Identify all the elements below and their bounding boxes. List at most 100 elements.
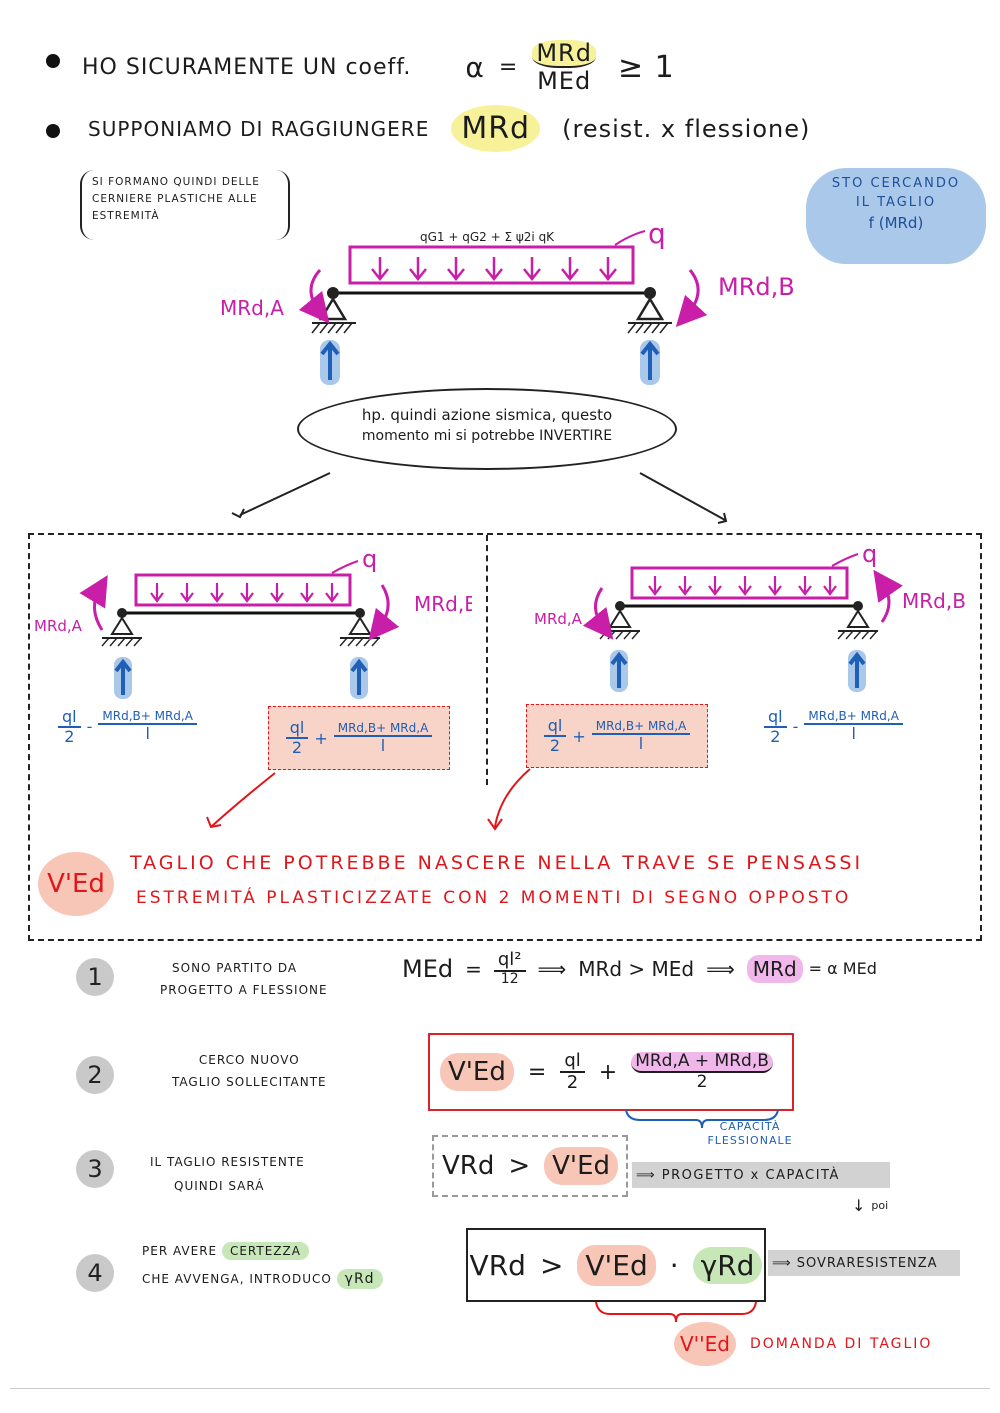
- coeff-text: HO SICURAMENTE UN coeff.: [82, 54, 412, 80]
- step-2-eq: =: [527, 1059, 547, 1085]
- step-1-den: 12: [500, 970, 519, 987]
- step-1-text1: SONO PARTITO DA: [172, 961, 298, 975]
- case-right-right-moment: MRd,B: [902, 589, 966, 613]
- expr-den: 2: [291, 738, 303, 757]
- plastic-note-box: SI FORMANO QUINDI DELLE CERNIERE PLASTIC…: [80, 170, 290, 240]
- ellipse-line2: momento mi si potrebbe INVERTIRE: [361, 428, 613, 444]
- cases-frame: [28, 533, 982, 941]
- expr-den: l: [380, 735, 386, 755]
- branch-arrows: [231, 472, 728, 524]
- cases-divider: [486, 535, 488, 785]
- step-3-lhs: VRd: [441, 1151, 495, 1181]
- expr-num: ql: [285, 719, 309, 739]
- main-left-moment: MRd,A: [220, 296, 284, 320]
- step-1-text: SONO PARTITO DA PROGETTO A FLESSIONE: [160, 958, 328, 1001]
- step-1-arrow1: ⟹: [537, 956, 567, 981]
- blue-note-line1: STO CERCANDO: [831, 176, 961, 191]
- page-bottom-rule: [10, 1388, 990, 1389]
- plastic-note-text: SI FORMANO QUINDI DELLE CERNIERE PLASTIC…: [92, 176, 260, 222]
- load-rect: [348, 245, 635, 285]
- expr-num: MRd,B+ MRd,A: [591, 719, 691, 735]
- step-3-poi-text: poi: [871, 1199, 889, 1212]
- expr-den: 2: [770, 726, 781, 746]
- seismic-ellipse: hp. quindi azione sismica, questo moment…: [297, 388, 677, 470]
- step-4-certezza: CERTEZZA: [221, 1242, 309, 1260]
- step-3-poi: ↓ poi: [852, 1196, 888, 1215]
- fraction-num: MRd: [532, 40, 596, 69]
- step-2-number: 2: [76, 1056, 114, 1094]
- step-4-rhs: V'Ed: [577, 1244, 656, 1286]
- expr-num: MRd,B+ MRd,A: [333, 721, 433, 737]
- step-4-brace: [595, 1301, 757, 1323]
- case-left-diagram: q MRd,A MRd,B: [34, 545, 472, 699]
- expr-op: +: [572, 726, 586, 746]
- main-right-moment: MRd,B: [718, 273, 795, 301]
- step-3-text: IL TAGLIO RESISTENTE QUINDI SARÁ: [150, 1150, 305, 1198]
- step-3-result: ⟹ PROGETTO x CAPACITÀ: [632, 1162, 890, 1188]
- expr-op: +: [314, 728, 328, 748]
- step-1-mid: MRd > MEd: [578, 956, 695, 981]
- step-1-tail: = α MEd: [808, 959, 877, 979]
- step-2-text2: TAGLIO SOLLECITANTE: [172, 1074, 327, 1089]
- fraction-den: MEd: [537, 67, 592, 96]
- bullet-icon: [46, 54, 60, 68]
- step-4-dot: ·: [669, 1248, 679, 1282]
- resist-paren: (resist. x flessione): [562, 114, 811, 143]
- ved-line1: TAGLIO CHE POTREBBE NASCERE NELLA TRAVE …: [130, 852, 864, 874]
- step-3-gt: >: [508, 1151, 531, 1181]
- step-2-text: CERCO NUOVO TAGLIO SOLLECITANTE: [172, 1050, 327, 1093]
- step-1-number: 1: [76, 958, 114, 996]
- case-right-q: q: [862, 540, 877, 568]
- step-4-text2: CHE AVVENGA, INTRODUCO: [142, 1272, 332, 1287]
- bottom-note-text: DOMANDA DI TAGLIO: [750, 1336, 933, 1352]
- blue-note: STO CERCANDO IL TAGLIO f (MRd): [806, 168, 986, 264]
- expr-den: l: [145, 724, 150, 744]
- expr-den: l: [638, 733, 644, 753]
- step-2-d2: 2: [696, 1072, 708, 1092]
- ved-symbol: V'Ed: [38, 852, 114, 916]
- step-4-gt: >: [539, 1248, 564, 1282]
- step-1-text2: PROGETTO A FLESSIONE: [160, 982, 328, 997]
- step-1-arrow2: ⟹: [706, 956, 735, 981]
- case-right-left-moment: MRd,A: [534, 610, 583, 628]
- expr-num: ql: [543, 717, 567, 737]
- ge-one: ≥ 1: [617, 49, 675, 85]
- step-2-n2: MRd,A + MRd,B: [631, 1052, 773, 1073]
- step-1-mrd: MRd: [746, 954, 803, 983]
- expr-num: MRd,B+ MRd,A: [98, 710, 197, 726]
- expr-den: 2: [64, 726, 75, 746]
- step-3-text2: QUINDI SARÁ: [174, 1179, 265, 1193]
- step-2-plus: +: [598, 1059, 618, 1085]
- blue-note-line3: f (MRd): [868, 214, 924, 232]
- step-2-lhs: V'Ed: [440, 1053, 514, 1091]
- step-4-formula-box: VRd > V'Ed · γRd: [466, 1228, 766, 1302]
- step-3-number: 3: [76, 1150, 114, 1188]
- step-2-d1: 2: [566, 1072, 579, 1093]
- step-3-text1: IL TAGLIO RESISTENTE: [150, 1155, 305, 1169]
- step-4-number: 4: [76, 1254, 114, 1292]
- step-4-result: ⟹ SOVRARESISTENZA: [768, 1250, 960, 1276]
- bullet-icon: [46, 124, 60, 138]
- step-4-text1-plain: PER AVERE: [142, 1244, 218, 1258]
- step-3-rhs: V'Ed: [544, 1147, 619, 1185]
- alpha-fraction: MRd MEd: [532, 40, 596, 95]
- equals-sign: =: [498, 54, 519, 80]
- step-2-brace: [625, 1109, 779, 1128]
- step-4-lhs: VRd: [469, 1248, 526, 1282]
- down-arrow-icon: ↓: [852, 1196, 866, 1215]
- expr-op: -: [86, 717, 93, 737]
- suppose-line: SUPPONIAMO DI RAGGIUNGERE MRd (resist. x…: [88, 105, 810, 152]
- step-4-gamma: γRd: [336, 1269, 383, 1290]
- expr-num: ql: [58, 708, 81, 728]
- ved-line2: ESTREMITÁ PLASTICIZZATE CON 2 MOMENTI DI…: [136, 888, 852, 908]
- step-2-text1: CERCO NUOVO: [198, 1053, 300, 1067]
- main-beam-diagram: q qG1 + qG2 + Σ ψ2i qK MRd,A MRd,B: [220, 217, 795, 385]
- step-4-text: PER AVERE CERTEZZA CHE AVVENGA, INTRODUC…: [142, 1238, 383, 1295]
- suppose-text: SUPPONIAMO DI RAGGIUNGERE: [88, 116, 430, 141]
- step-3-formula-box: VRd > V'Ed: [432, 1135, 628, 1197]
